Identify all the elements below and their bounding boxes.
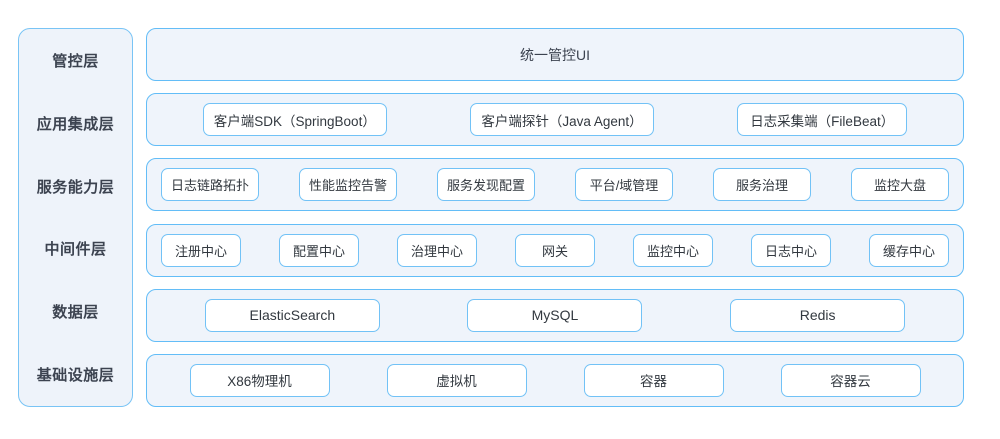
layer-label-management: 管控层 — [52, 52, 99, 70]
pill-service-discovery-config[interactable]: 服务发现配置 — [437, 168, 536, 202]
layer-label-data: 数据层 — [52, 304, 99, 322]
layer-row-management: 统一管控UI — [146, 28, 964, 81]
pill-registry-center[interactable]: 注册中心 — [161, 233, 241, 267]
layer-row-data: ElasticSearch MySQL Redis — [146, 288, 964, 342]
pill-platform-domain-management[interactable]: 平台/域管理 — [575, 168, 673, 202]
pill-virtual-machine[interactable]: 虚拟机 — [386, 363, 527, 397]
pill-service-governance[interactable]: 服务治理 — [712, 168, 811, 202]
layer-row-infrastructure: X86物理机 虚拟机 容器 容器云 — [146, 353, 964, 407]
layer-label-application-integration: 应用集成层 — [36, 115, 115, 133]
pill-track-data: ElasticSearch MySQL Redis — [147, 290, 963, 341]
pill-log-center[interactable]: 日志中心 — [751, 233, 831, 267]
pill-track-middleware: 注册中心 配置中心 治理中心 网关 监控中心 日志中心 缓存中心 — [147, 225, 963, 276]
pill-monitoring-center[interactable]: 监控中心 — [633, 233, 713, 267]
pill-x86-physical-machine[interactable]: X86物理机 — [189, 363, 330, 397]
layer-row-application-integration: 客户端SDK（SpringBoot） 客户端探针（Java Agent） 日志采… — [146, 93, 964, 147]
pill-log-trace-topology[interactable]: 日志链路拓扑 — [161, 168, 260, 202]
pill-log-collector[interactable]: 日志采集端（FileBeat） — [737, 103, 908, 137]
pill-cache-center[interactable]: 缓存中心 — [869, 233, 949, 267]
pill-container[interactable]: 容器 — [583, 363, 724, 397]
unified-control-ui-label: 统一管控UI — [520, 46, 590, 63]
pill-config-center[interactable]: 配置中心 — [279, 233, 359, 267]
pill-mysql[interactable]: MySQL — [467, 298, 643, 332]
pill-redis[interactable]: Redis — [730, 298, 906, 332]
layer-label-infrastructure: 基础设施层 — [36, 367, 115, 385]
pill-client-sdk[interactable]: 客户端SDK（SpringBoot） — [202, 103, 387, 137]
layer-label-service-capability: 服务能力层 — [36, 178, 115, 196]
layer-row-service-capability: 日志链路拓扑 性能监控告警 服务发现配置 平台/域管理 服务治理 监控大盘 — [146, 158, 964, 212]
pill-track-application-integration: 客户端SDK（SpringBoot） 客户端探针（Java Agent） 日志采… — [147, 94, 963, 145]
pill-track-infrastructure: X86物理机 虚拟机 容器 容器云 — [147, 355, 963, 406]
layer-label-column: 管控层 应用集成层 服务能力层 中间件层 数据层 基础设施层 — [18, 28, 133, 407]
pill-gateway[interactable]: 网关 — [515, 233, 595, 267]
pill-track-service-capability: 日志链路拓扑 性能监控告警 服务发现配置 平台/域管理 服务治理 监控大盘 — [147, 159, 963, 210]
layer-rows: 统一管控UI 客户端SDK（SpringBoot） 客户端探针（Java Age… — [146, 28, 964, 407]
pill-container-cloud[interactable]: 容器云 — [780, 363, 921, 397]
layer-row-middleware: 注册中心 配置中心 治理中心 网关 监控中心 日志中心 缓存中心 — [146, 223, 964, 277]
layer-label-middleware: 中间件层 — [44, 241, 107, 259]
pill-governance-center[interactable]: 治理中心 — [397, 233, 477, 267]
pill-elasticsearch[interactable]: ElasticSearch — [204, 298, 380, 332]
pill-performance-monitor-alarm[interactable]: 性能监控告警 — [299, 168, 398, 202]
pill-monitoring-dashboard[interactable]: 监控大盘 — [850, 168, 949, 202]
pill-client-agent[interactable]: 客户端探针（Java Agent） — [470, 103, 654, 137]
